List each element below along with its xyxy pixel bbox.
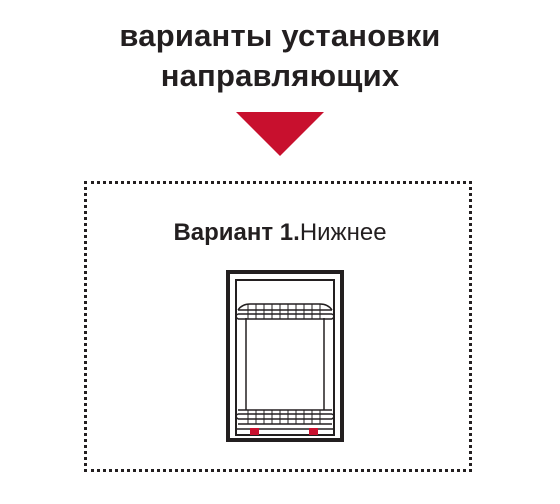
variant-caption: Вариант 1.Нижнее <box>0 218 560 248</box>
page-title-line-2: направляющих <box>160 58 400 93</box>
variant-number: Вариант 1. <box>173 219 300 246</box>
basket-top-tier <box>235 303 335 320</box>
arrow-down-icon <box>236 112 324 156</box>
basket-bottom-tier <box>235 409 335 425</box>
cabinet-inner-wall <box>235 279 335 436</box>
option-frame <box>84 181 472 472</box>
page-title-line-1: варианты установки <box>119 18 441 53</box>
page-title: варианты установки направляющих <box>0 16 560 96</box>
guide-rail-left <box>250 428 259 435</box>
variant-mount-type: Нижнее <box>299 219 387 246</box>
cabinet-outer-wall <box>226 270 344 442</box>
guide-rail-right <box>309 428 318 435</box>
cabinet-basket-bottom-mount-icon <box>226 270 344 442</box>
